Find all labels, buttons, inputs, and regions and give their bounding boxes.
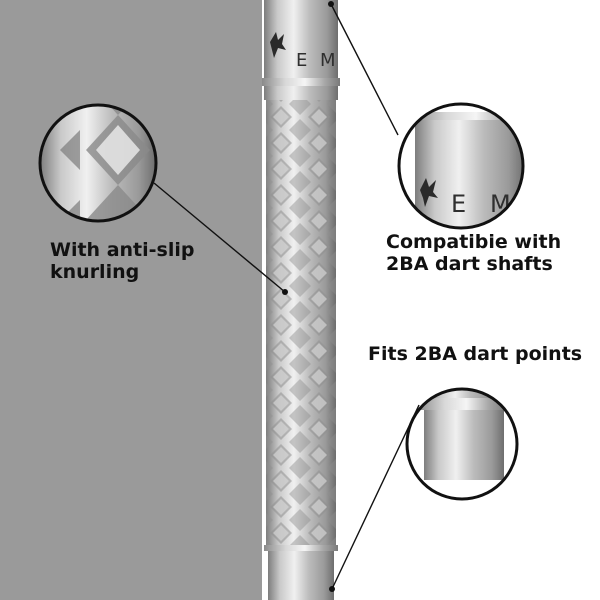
- points-caption: Fits 2BA dart points: [368, 343, 582, 365]
- shaft-end-magnifier: E M: [397, 102, 525, 230]
- eagle-crest-icon: [270, 32, 286, 58]
- shaft-caption-line-2: 2BA dart shafts: [386, 253, 553, 275]
- points-caption-line-1: Fits 2BA dart points: [368, 343, 583, 365]
- dart-barrel: E M: [262, 0, 340, 600]
- leader-lines: [153, 3, 420, 590]
- magnified-letter-e: E: [451, 190, 466, 218]
- knurling-caption-line-1: With anti-slip: [50, 239, 195, 261]
- gray-background: [0, 0, 262, 600]
- knurling-magnifier: [38, 103, 158, 223]
- shaft-compatibility-caption: Compatibie with 2BA dart shafts: [386, 231, 596, 275]
- engraving-letter-e: E: [296, 50, 307, 71]
- shaft-caption-line-1: Compatibie with: [386, 231, 562, 253]
- point-end-magnifier: [405, 387, 519, 501]
- engraving-letter-m: M: [320, 50, 336, 71]
- knurling-caption-line-2: knurling: [50, 261, 140, 283]
- knurling-caption: With anti-slip knurling: [50, 239, 230, 283]
